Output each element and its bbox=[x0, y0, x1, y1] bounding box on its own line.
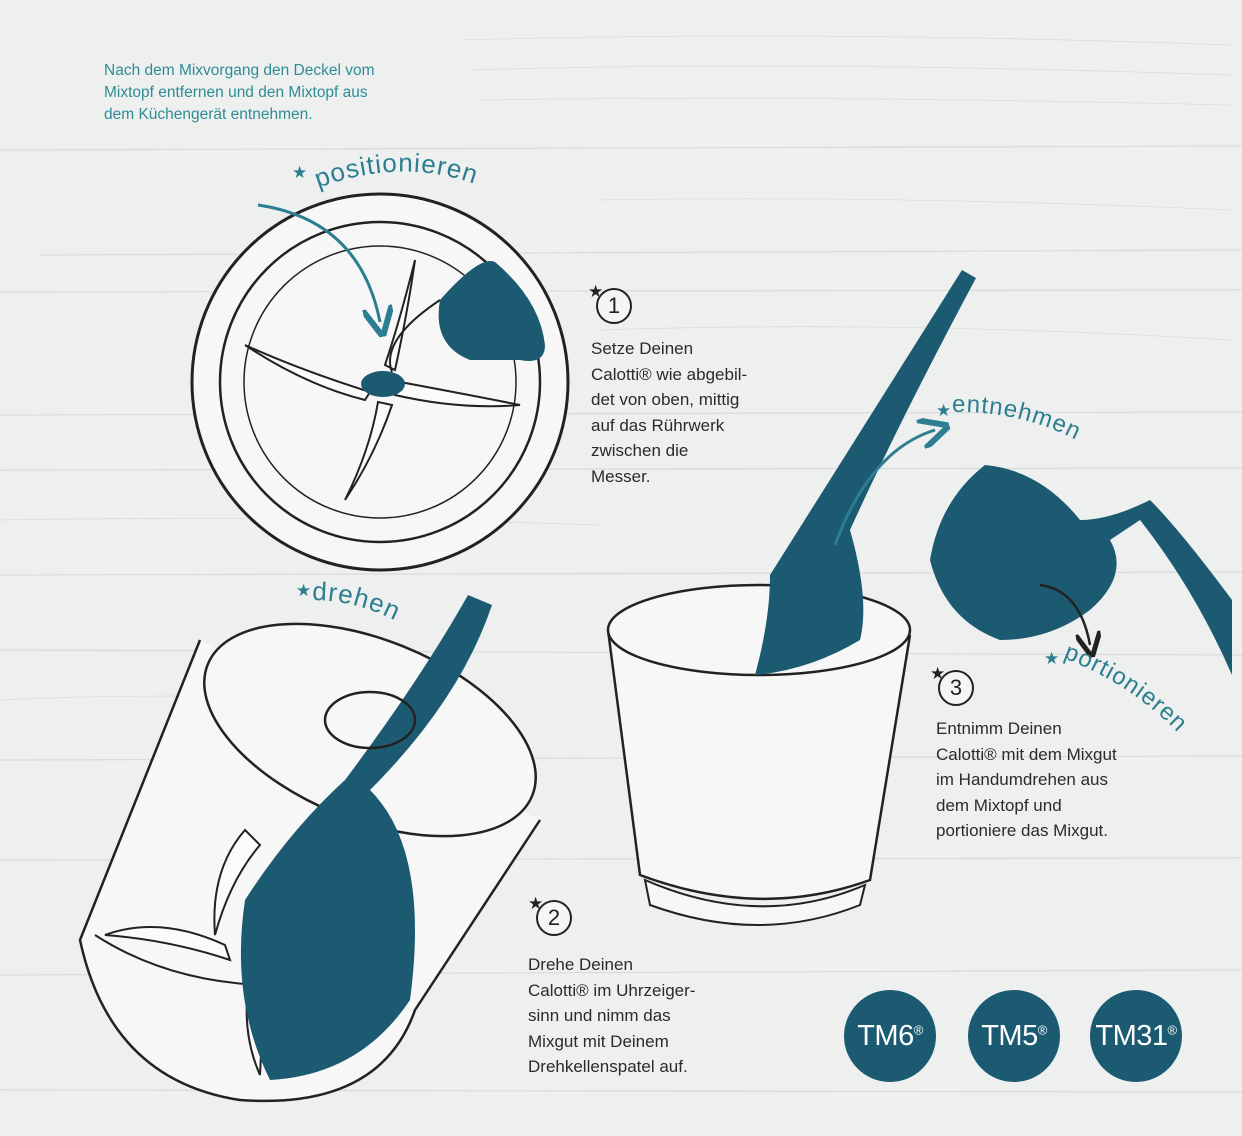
step-2-number: 2 bbox=[528, 888, 572, 936]
step-3-number: 3 bbox=[930, 658, 974, 706]
action-positionieren: positionieren bbox=[310, 148, 481, 194]
svg-text:★: ★ bbox=[936, 401, 951, 420]
svg-text:★: ★ bbox=[296, 581, 311, 600]
action-entnehmen: entnehmen bbox=[952, 391, 1085, 446]
badge-tm6-label: TM6 bbox=[857, 1020, 914, 1052]
svg-text:positionieren: positionieren bbox=[310, 148, 482, 194]
svg-text:drehen: drehen bbox=[312, 576, 406, 626]
spatula bbox=[755, 270, 976, 675]
bowl-top-view bbox=[190, 192, 570, 572]
badge-tm31-mark: ® bbox=[1167, 1022, 1178, 1038]
step-1-text: Setze Deinen Calotti® wie abgebil- det v… bbox=[591, 339, 748, 486]
svg-text:★: ★ bbox=[1044, 649, 1059, 668]
badge-tm6: TM6® bbox=[844, 990, 936, 1082]
intro-text: Nach dem Mixvorgang den Deckel vom Mixto… bbox=[104, 62, 375, 123]
badge-tm5: TM5® bbox=[968, 990, 1060, 1082]
spatula bbox=[240, 595, 492, 1080]
spatula-portioning bbox=[930, 465, 1232, 675]
bowl-tilted bbox=[78, 595, 542, 1103]
badge-tm31-label: TM31 bbox=[1095, 1020, 1168, 1052]
action-drehen: drehen bbox=[312, 576, 405, 626]
step-1-number: 1 bbox=[588, 276, 632, 324]
badge-tm5-mark: ® bbox=[1037, 1022, 1048, 1038]
bowl-upright bbox=[606, 270, 976, 926]
step-2-text: Drehe Deinen Calotti® im Uhrzeiger- sinn… bbox=[528, 955, 696, 1076]
spatula-head bbox=[438, 261, 545, 361]
rotate-icon bbox=[323, 690, 417, 750]
badge-tm31: TM31® bbox=[1090, 990, 1182, 1082]
arrow-icon bbox=[257, 203, 380, 322]
arrow-icon bbox=[833, 430, 935, 546]
svg-text:★: ★ bbox=[292, 163, 307, 182]
svg-text:entnehmen: entnehmen bbox=[952, 391, 1086, 446]
badge-tm5-label: TM5 bbox=[981, 1020, 1038, 1052]
badge-tm6-mark: ® bbox=[913, 1022, 924, 1038]
step-3-text: Entnimm Deinen Calotti® mit dem Mixgut i… bbox=[936, 719, 1117, 840]
